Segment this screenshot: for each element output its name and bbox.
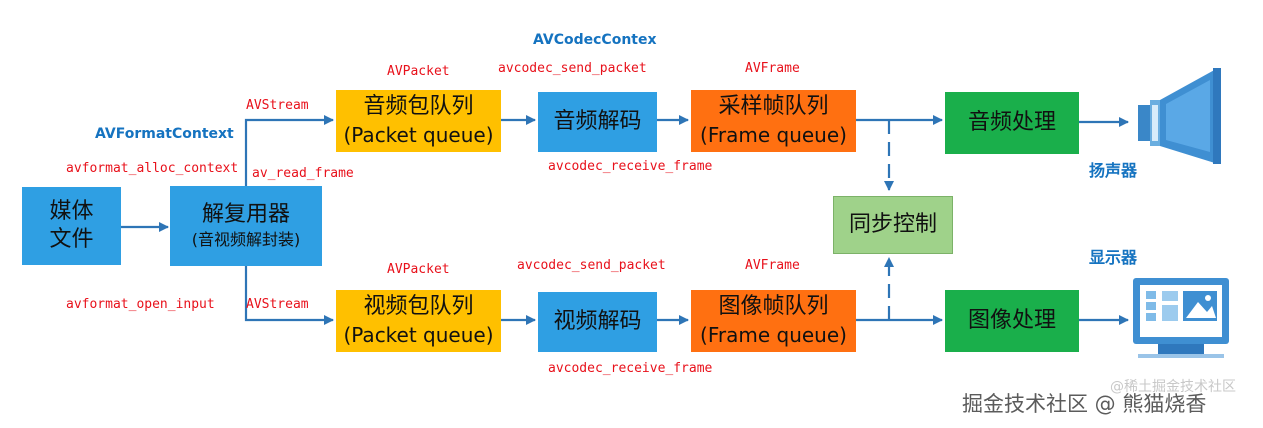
avstream-top-label: AVStream: [246, 98, 309, 113]
video-packet-queue-box: 视频包队列 (Packet queue): [336, 290, 501, 352]
video-frame-queue-title: 图像帧队列: [718, 294, 829, 319]
watermark: 掘金技术社区 @ 熊猫烧香: [962, 392, 1207, 416]
audio-process-title: 音频处理: [967, 110, 1056, 135]
demuxer-box: 解复用器 (音视频解封装): [170, 186, 322, 266]
audio-decode-title: 音频解码: [553, 109, 642, 134]
video-frame-queue-subtitle: (Frame queue): [700, 323, 847, 347]
avpacket-top-label: AVPacket: [387, 64, 450, 79]
media-file-line1: 媒体: [49, 199, 94, 224]
avformat-open-input-label: avformat_open_input: [66, 297, 215, 312]
video-packet-queue-title: 视频包队列: [363, 294, 474, 319]
avcodec-context-label: AVCodecContex: [533, 32, 657, 48]
display-caption: 显示器: [1089, 248, 1138, 267]
avformat-context-label: AVFormatContext: [95, 126, 234, 142]
av-read-frame-label: av_read_frame: [252, 166, 354, 181]
send-packet-bottom-label: avcodec_send_packet: [517, 258, 666, 273]
receive-frame-bottom-label: avcodec_receive_frame: [548, 361, 713, 376]
media-file-line2: 文件: [49, 227, 94, 252]
send-packet-top-label: avcodec_send_packet: [498, 61, 647, 76]
demuxer-title: 解复用器: [201, 202, 290, 227]
audio-frame-queue-title: 采样帧队列: [718, 94, 829, 119]
audio-decode-box: 音频解码: [538, 92, 657, 152]
video-process-box: 图像处理: [945, 290, 1079, 352]
demuxer-subtitle: (音视频解封装): [191, 230, 301, 249]
avframe-bottom-label: AVFrame: [745, 258, 800, 273]
media-file-box: 媒体 文件: [22, 187, 121, 265]
avframe-top-label: AVFrame: [745, 61, 800, 76]
sync-control-title: 同步控制: [848, 212, 937, 237]
sync-control-box: 同步控制: [833, 196, 953, 254]
video-decode-title: 视频解码: [553, 309, 642, 334]
speaker-caption: 扬声器: [1089, 161, 1138, 180]
avformat-alloc-context-label: avformat_alloc_context: [66, 161, 239, 176]
video-packet-queue-subtitle: (Packet queue): [343, 323, 494, 347]
video-decode-box: 视频解码: [538, 292, 657, 352]
arrow-demuxer-to-video-queue: [244, 266, 334, 325]
video-frame-queue-box: 图像帧队列 (Frame queue): [691, 290, 856, 352]
audio-packet-queue-subtitle: (Packet queue): [343, 123, 494, 147]
watermark-ghost: @稀土掘金技术社区: [1110, 379, 1236, 395]
audio-process-box: 音频处理: [945, 92, 1079, 154]
receive-frame-top-label: avcodec_receive_frame: [548, 159, 713, 174]
video-process-title: 图像处理: [967, 308, 1056, 333]
audio-frame-queue-box: 采样帧队列 (Frame queue): [691, 90, 856, 152]
avstream-bottom-label: AVStream: [246, 297, 309, 312]
audio-packet-queue-title: 音频包队列: [363, 94, 474, 119]
audio-packet-queue-box: 音频包队列 (Packet queue): [336, 90, 501, 152]
speaker-icon: [1138, 68, 1221, 164]
arrow-demuxer-to-audio-queue: [244, 115, 334, 186]
audio-frame-queue-subtitle: (Frame queue): [700, 123, 847, 147]
monitor-icon: [1133, 278, 1229, 358]
avpacket-bottom-label: AVPacket: [387, 262, 450, 277]
